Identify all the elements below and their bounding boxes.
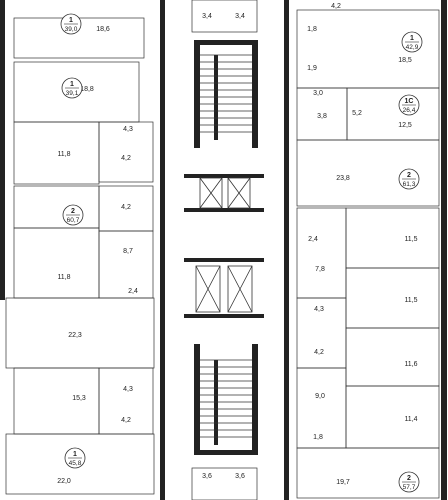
apartment-rooms: 1 xyxy=(69,17,73,24)
room-area-label: 11,6 xyxy=(404,361,417,368)
apartment-badge: 142,9 xyxy=(401,31,423,53)
apartment-area: 60,7 xyxy=(67,217,80,224)
apartment-badge: 139,0 xyxy=(60,13,82,35)
room-area-label: 4,3 xyxy=(123,126,133,133)
room-area-label: 18,6 xyxy=(96,26,110,33)
room-area-label: 4,2 xyxy=(121,155,131,162)
apartment-area: 61,3 xyxy=(403,181,416,188)
apartment-badge: 261,3 xyxy=(398,168,420,190)
room-area-label: 5,2 xyxy=(352,110,362,117)
apartment-badge: 139,1 xyxy=(61,77,83,99)
apartment-badge: 257,7 xyxy=(398,471,420,493)
room-area-label: 23,8 xyxy=(336,175,350,182)
apartment-area: 39,1 xyxy=(66,90,79,97)
apartment-rooms: 2 xyxy=(407,172,411,179)
room-area-label: 18,5 xyxy=(398,57,412,64)
room-area-label: 4,2 xyxy=(331,3,341,10)
room-area-label: 18,8 xyxy=(80,86,94,93)
room-area-label: 11,8 xyxy=(57,274,70,281)
apartment-rooms: 1С xyxy=(405,98,414,105)
room-area-label: 11,4 xyxy=(404,416,417,423)
apartment-rooms: 2 xyxy=(71,208,75,215)
room-area-label: 11,5 xyxy=(404,297,417,304)
room-area-label: 1,8 xyxy=(307,26,317,33)
room-area-label: 3,4 xyxy=(235,13,245,20)
apartment-area: 39,0 xyxy=(65,26,78,33)
room-area-label: 22,3 xyxy=(68,332,82,339)
apartment-badge: 1С 26,4 xyxy=(398,94,420,116)
room-area-label: 4,2 xyxy=(314,349,324,356)
room-area-label: 11,8 xyxy=(57,151,70,158)
room-area-label: 3,0 xyxy=(313,90,323,97)
room-area-label: 11,5 xyxy=(404,236,417,243)
room-area-label: 22,0 xyxy=(57,478,71,485)
room-area-label: 2,4 xyxy=(308,236,318,243)
room-area-label: 4,2 xyxy=(121,204,131,211)
room-area-label: 4,3 xyxy=(123,386,133,393)
apartment-badge: 260,7 xyxy=(62,204,84,226)
apartment-rooms: 2 xyxy=(407,475,411,482)
room-area-label: 9,0 xyxy=(315,393,325,400)
room-area-label: 3,4 xyxy=(202,13,212,20)
apartment-area: 45,8 xyxy=(69,460,82,467)
apartment-rooms: 1 xyxy=(410,35,414,42)
room-area-label: 4,3 xyxy=(314,306,324,313)
room-area-label: 3,6 xyxy=(235,473,245,480)
room-area-label: 1,9 xyxy=(307,65,317,72)
room-area-label: 2,4 xyxy=(128,288,138,295)
room-area-label: 1,8 xyxy=(313,434,323,441)
room-area-label: 4,2 xyxy=(121,417,131,424)
room-area-label: 19,7 xyxy=(336,479,350,486)
room-area-label: 3,6 xyxy=(202,473,212,480)
apartment-area: 57,7 xyxy=(403,484,416,491)
apartment-rooms: 1 xyxy=(73,451,77,458)
apartment-rooms: 1 xyxy=(70,81,74,88)
apartment-area: 42,9 xyxy=(406,44,419,51)
room-area-label: 3,8 xyxy=(317,113,327,120)
room-area-label: 8,7 xyxy=(123,248,133,255)
room-area-label: 7,8 xyxy=(315,266,325,273)
apartment-area: 26,4 xyxy=(403,107,416,114)
room-area-label: 12,5 xyxy=(398,122,412,129)
room-area-label: 15,3 xyxy=(72,395,86,402)
apartment-badge: 145,8 xyxy=(64,447,86,469)
